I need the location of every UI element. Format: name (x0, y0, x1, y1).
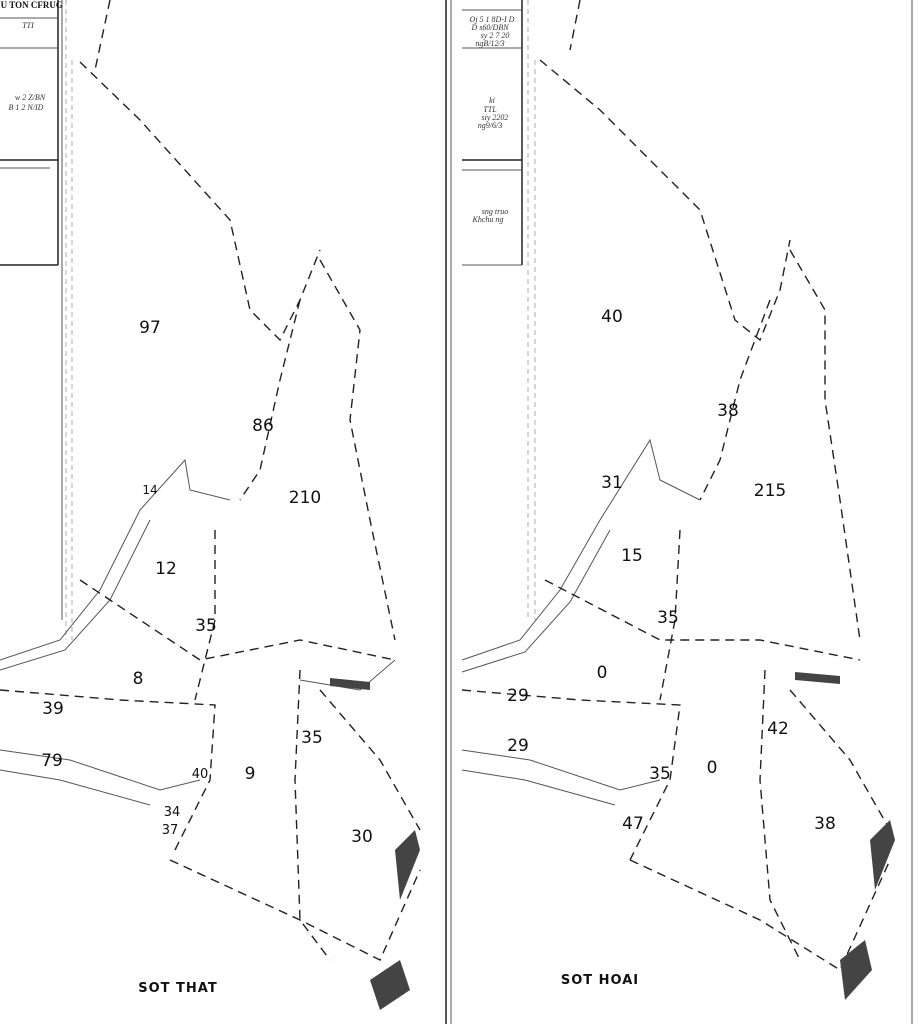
parcel-number: 8 (133, 669, 144, 689)
legend-note: Oj 5 1 8D-I D (470, 15, 515, 24)
parcel-number: 210 (289, 488, 321, 508)
legend-note: TTI (22, 21, 34, 30)
parcel-number: 0 (707, 758, 718, 778)
legend-note: Khchu ng (472, 215, 504, 224)
parcel-number: 12 (155, 559, 177, 579)
parcel-number: 40 (192, 767, 209, 782)
legend-note: B 1 2 N/ID (9, 103, 44, 112)
parcel-labels: 40 38 31 215 15 35 0 29 29 35 0 42 38 47 (507, 307, 836, 834)
legend-note: w 2 Z/BN (15, 93, 46, 102)
parcel-number: 35 (649, 764, 671, 784)
parcel-number: 42 (767, 719, 789, 739)
parcel-number: 34 (164, 805, 181, 820)
parcel-number: 35 (301, 728, 323, 748)
parcel-number: 79 (41, 751, 63, 771)
parcel-number: 30 (351, 827, 373, 847)
legend-note: ngB/12/3 (475, 39, 504, 48)
legend-note: siy 2202 (482, 113, 509, 122)
place-label: SOT THAT (138, 981, 217, 996)
parcel-labels: 97 86 210 14 12 35 8 39 79 40 9 35 34 37… (41, 318, 373, 847)
legend-note: TTL (483, 105, 497, 114)
parcel-number: 47 (622, 814, 644, 834)
legend-note: D s60/DBN (470, 23, 509, 32)
parcel-number: 9 (245, 764, 256, 784)
legend-note: sng truo (482, 207, 508, 216)
parcel-number: 0 (597, 663, 608, 683)
parcel-number: 31 (601, 473, 623, 493)
parcel-number: 97 (139, 318, 161, 338)
parcel-number: 14 (142, 483, 157, 497)
parcel-number: 29 (507, 736, 529, 756)
parcel-number: 39 (42, 699, 64, 719)
parcel-number: 86 (252, 416, 274, 436)
parcel-number: 29 (507, 686, 529, 706)
legend-note: ng9/6/3 (478, 121, 502, 130)
parcel-number: 35 (657, 608, 679, 628)
legend-note: sy 2 7 20 (481, 31, 510, 40)
place-label: SOT HOAI (561, 973, 639, 988)
left-sheet: IU TON CFRUG TTI w 2 Z/BN B 1 2 N/ID 97 … (0, 0, 421, 1010)
legend-header: IU TON CFRUG (0, 0, 63, 10)
parcel-number: 38 (717, 401, 739, 421)
parcel-number: 38 (814, 814, 836, 834)
legend-note: ki (489, 96, 495, 105)
parcel-number: 35 (195, 616, 217, 636)
parcel-number: 40 (601, 307, 623, 327)
parcel-number: 37 (162, 823, 179, 838)
parcel-number: 215 (754, 481, 786, 501)
parcel-number: 15 (621, 546, 643, 566)
right-sheet: Oj 5 1 8D-I D D s60/DBN sy 2 7 20 ngB/12… (461, 0, 913, 1024)
